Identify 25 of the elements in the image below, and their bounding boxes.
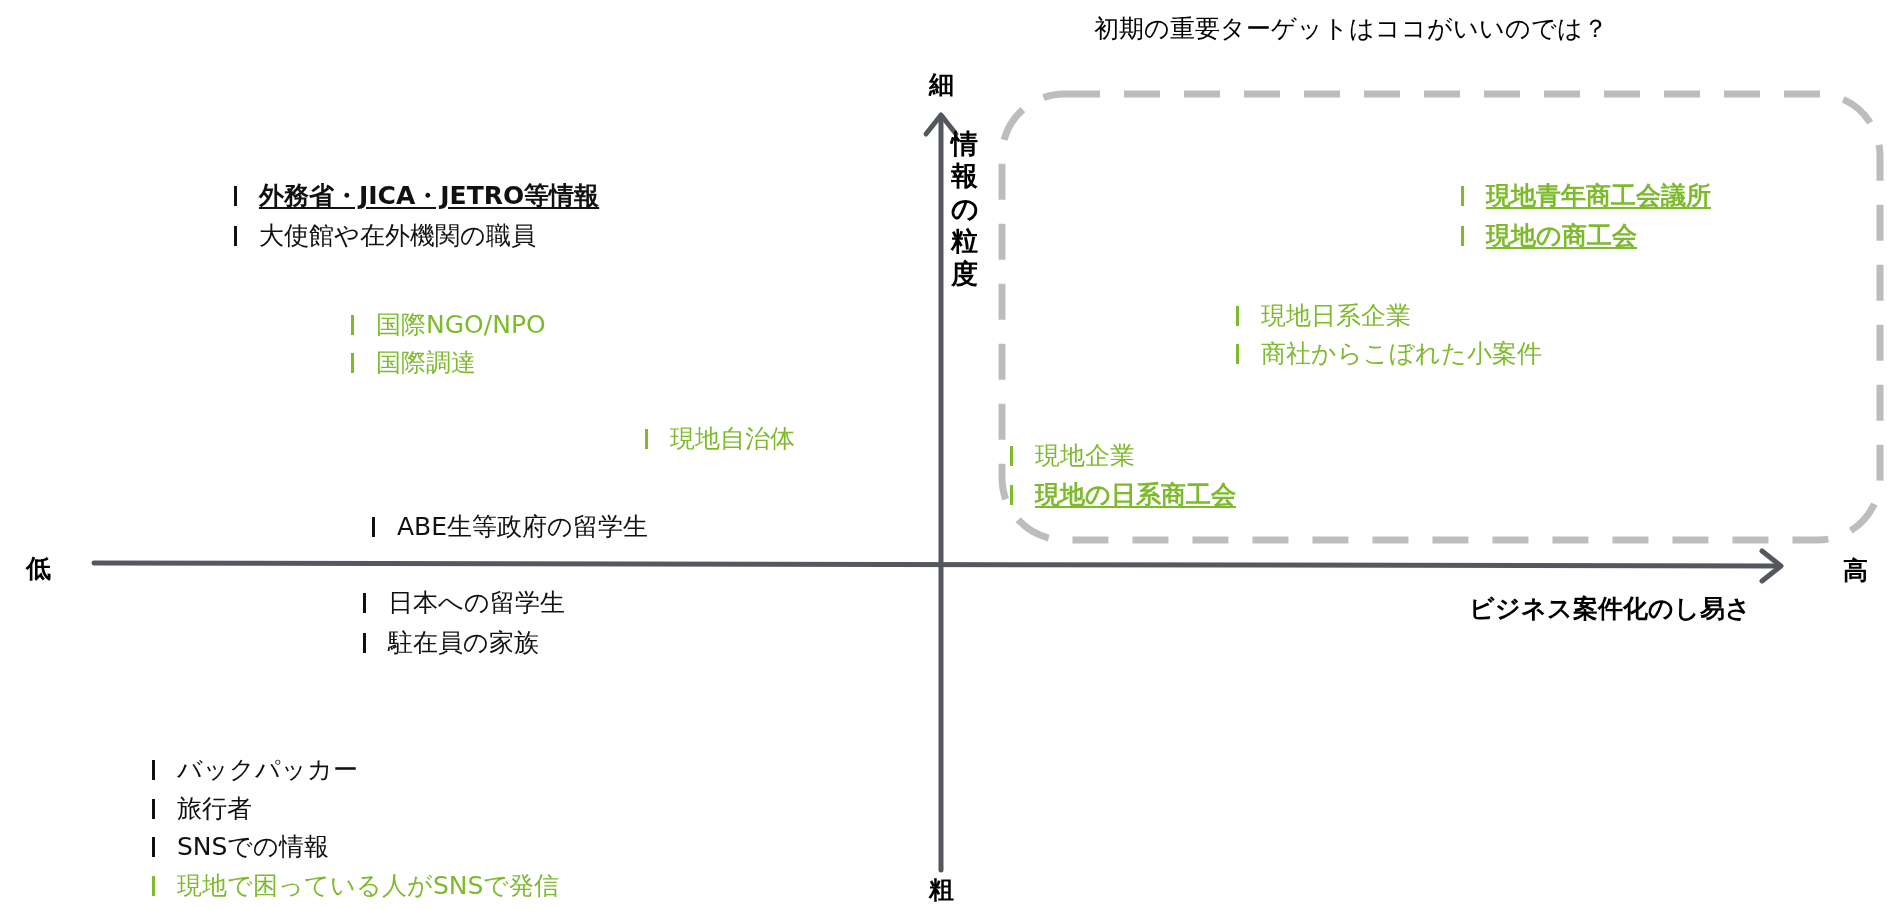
axis-end-label: 高	[1843, 554, 1868, 587]
list-item: バックパッカー	[177, 754, 358, 786]
list-item: 現地の日系商工会	[1035, 479, 1236, 511]
list-item: 現地企業	[1035, 440, 1135, 472]
list-item: 日本への留学生	[388, 587, 565, 619]
list-item: 現地で困っている人がSNSで発信	[177, 870, 560, 902]
list-item: 現地青年商工会議所	[1486, 180, 1711, 212]
list-item: 駐在員の家族	[388, 627, 539, 659]
list-item: 現地の商工会	[1486, 220, 1637, 252]
axis-title: 情報の粒度	[951, 128, 978, 290]
axis-end-label: 粗	[928, 873, 954, 906]
list-item: 国際NGO/NPO	[376, 309, 546, 341]
axis-end-label: 低	[26, 552, 51, 585]
list-item: 商社からこぼれた小案件	[1261, 338, 1542, 370]
list-item: 外務省・JICA・JETRO等情報	[259, 180, 600, 212]
axis-title: ビジネス案件化のし易さ	[1469, 592, 1751, 625]
list-item: 国際調達	[376, 347, 476, 379]
list-item: SNSでの情報	[177, 831, 330, 863]
list-item: 現地自治体	[670, 423, 795, 455]
list-item: 大使館や在外機関の職員	[259, 220, 536, 252]
list-item: ABE生等政府の留学生	[397, 511, 649, 543]
list-item: 現地日系企業	[1261, 300, 1411, 332]
note-text: 初期の重要ターゲットはココがいいのでは？	[1094, 13, 1608, 45]
list-item: 旅行者	[177, 793, 252, 825]
axis-end-label: 細	[928, 68, 954, 101]
